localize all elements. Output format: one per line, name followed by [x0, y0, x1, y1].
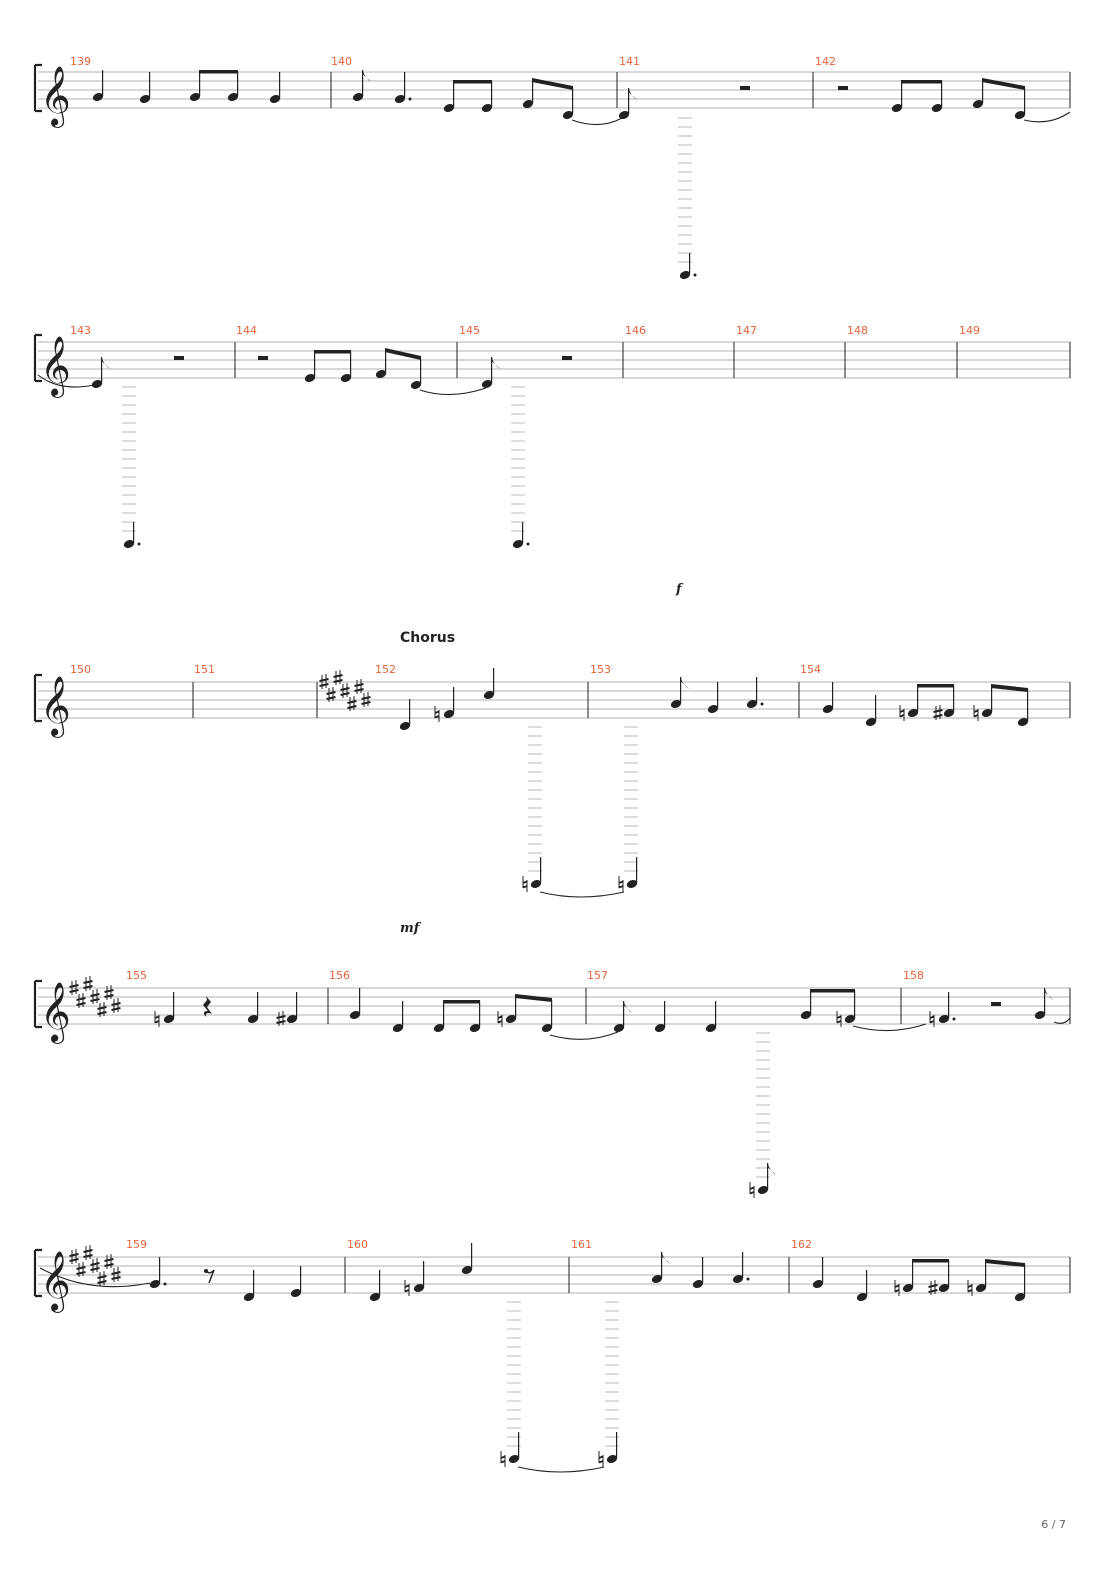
notes-162	[812, 1257, 1027, 1303]
half-rest	[562, 356, 572, 360]
system-2: 𝄞 143 144 145 146 147 148 149	[33, 324, 1071, 597]
measure-number: 162	[791, 1238, 812, 1251]
treble-clef-icon: 𝄞	[40, 676, 71, 738]
notes-143	[37, 356, 184, 551]
half-rest	[258, 356, 268, 360]
treble-clef-icon: 𝄞	[40, 336, 71, 398]
notes-157	[613, 989, 927, 1199]
measure-number: 153	[590, 663, 611, 676]
system-1: 𝄞 139 140 141 142	[33, 55, 1071, 282]
notes-145	[481, 356, 572, 551]
system-3: Chorus 𝄞 150 151 152 153 154	[33, 630, 1071, 936]
notes-153	[618, 677, 764, 893]
notes-144	[258, 348, 487, 396]
measure-number: 149	[959, 324, 980, 337]
measure-number: 150	[70, 663, 91, 676]
notes-141	[618, 86, 750, 282]
measure-number: 160	[347, 1238, 368, 1251]
half-rest	[991, 1002, 1001, 1006]
ledger-lines	[528, 726, 542, 872]
key-signature-sharps	[68, 975, 122, 1018]
notes-142	[838, 78, 1071, 123]
half-rest	[174, 356, 184, 360]
measure-number: 143	[70, 324, 91, 337]
treble-clef-icon: 𝄞	[40, 66, 71, 128]
dynamic-marking: f	[675, 582, 684, 597]
measure-number: 144	[236, 324, 257, 337]
staff-lines	[38, 987, 1070, 1025]
measure-number: 141	[619, 55, 640, 68]
barlines	[192, 682, 1071, 718]
notes-158	[929, 988, 1071, 1028]
ledger-lines	[507, 1301, 521, 1447]
notes-152	[399, 668, 625, 898]
notes-155	[154, 992, 298, 1028]
notes-160	[369, 1243, 605, 1473]
measure-number: 151	[194, 663, 215, 676]
notes-161	[598, 1252, 750, 1468]
staff-lines	[38, 1256, 1070, 1294]
notes-159	[39, 1257, 302, 1303]
measure-number: 154	[800, 663, 821, 676]
ledger-lines	[122, 386, 136, 532]
measure-number: 140	[331, 55, 352, 68]
measure-number: 152	[375, 663, 396, 676]
notes-156	[349, 988, 619, 1040]
notes-154	[822, 682, 1030, 728]
measure-number: 159	[126, 1238, 147, 1251]
ledger-lines	[605, 1301, 619, 1447]
system-5: 𝄞 159 160 161 162	[33, 1238, 1071, 1473]
half-rest	[740, 86, 750, 90]
ledger-lines	[624, 726, 638, 872]
notes-140	[352, 70, 623, 126]
measure-number: 155	[126, 969, 147, 982]
half-rest	[838, 86, 848, 90]
key-signature-sharps	[68, 1244, 122, 1287]
measure-number: 147	[736, 324, 757, 337]
notes-139	[92, 70, 282, 105]
measure-number: 148	[847, 324, 868, 337]
measure-number: 158	[903, 969, 924, 982]
staff-lines	[38, 71, 1070, 109]
barlines	[327, 988, 1071, 1024]
key-signature-sharps	[318, 669, 372, 712]
barlines	[234, 342, 1071, 378]
page-number: 6 / 7	[1041, 1518, 1066, 1531]
staff-lines	[38, 341, 1070, 379]
treble-clef-icon: 𝄞	[40, 1251, 71, 1313]
section-label: Chorus	[400, 630, 455, 646]
system-4: 𝄞 155 156 157 158	[33, 969, 1071, 1199]
dynamic-marking: mf	[400, 921, 422, 936]
measure-number: 146	[625, 324, 646, 337]
ledger-lines	[678, 117, 692, 263]
measure-number: 145	[459, 324, 480, 337]
staff-lines	[38, 681, 1070, 719]
ledger-lines	[511, 386, 525, 532]
measure-number: 139	[70, 55, 91, 68]
quarter-rest	[203, 996, 212, 1017]
measure-number: 161	[571, 1238, 592, 1251]
measure-number: 157	[587, 969, 608, 982]
treble-clef-icon: 𝄞	[40, 982, 71, 1044]
barlines	[330, 72, 1071, 108]
measure-number: 156	[329, 969, 350, 982]
ledger-lines	[756, 1032, 770, 1178]
measure-number: 142	[815, 55, 836, 68]
barlines	[344, 1257, 1071, 1293]
